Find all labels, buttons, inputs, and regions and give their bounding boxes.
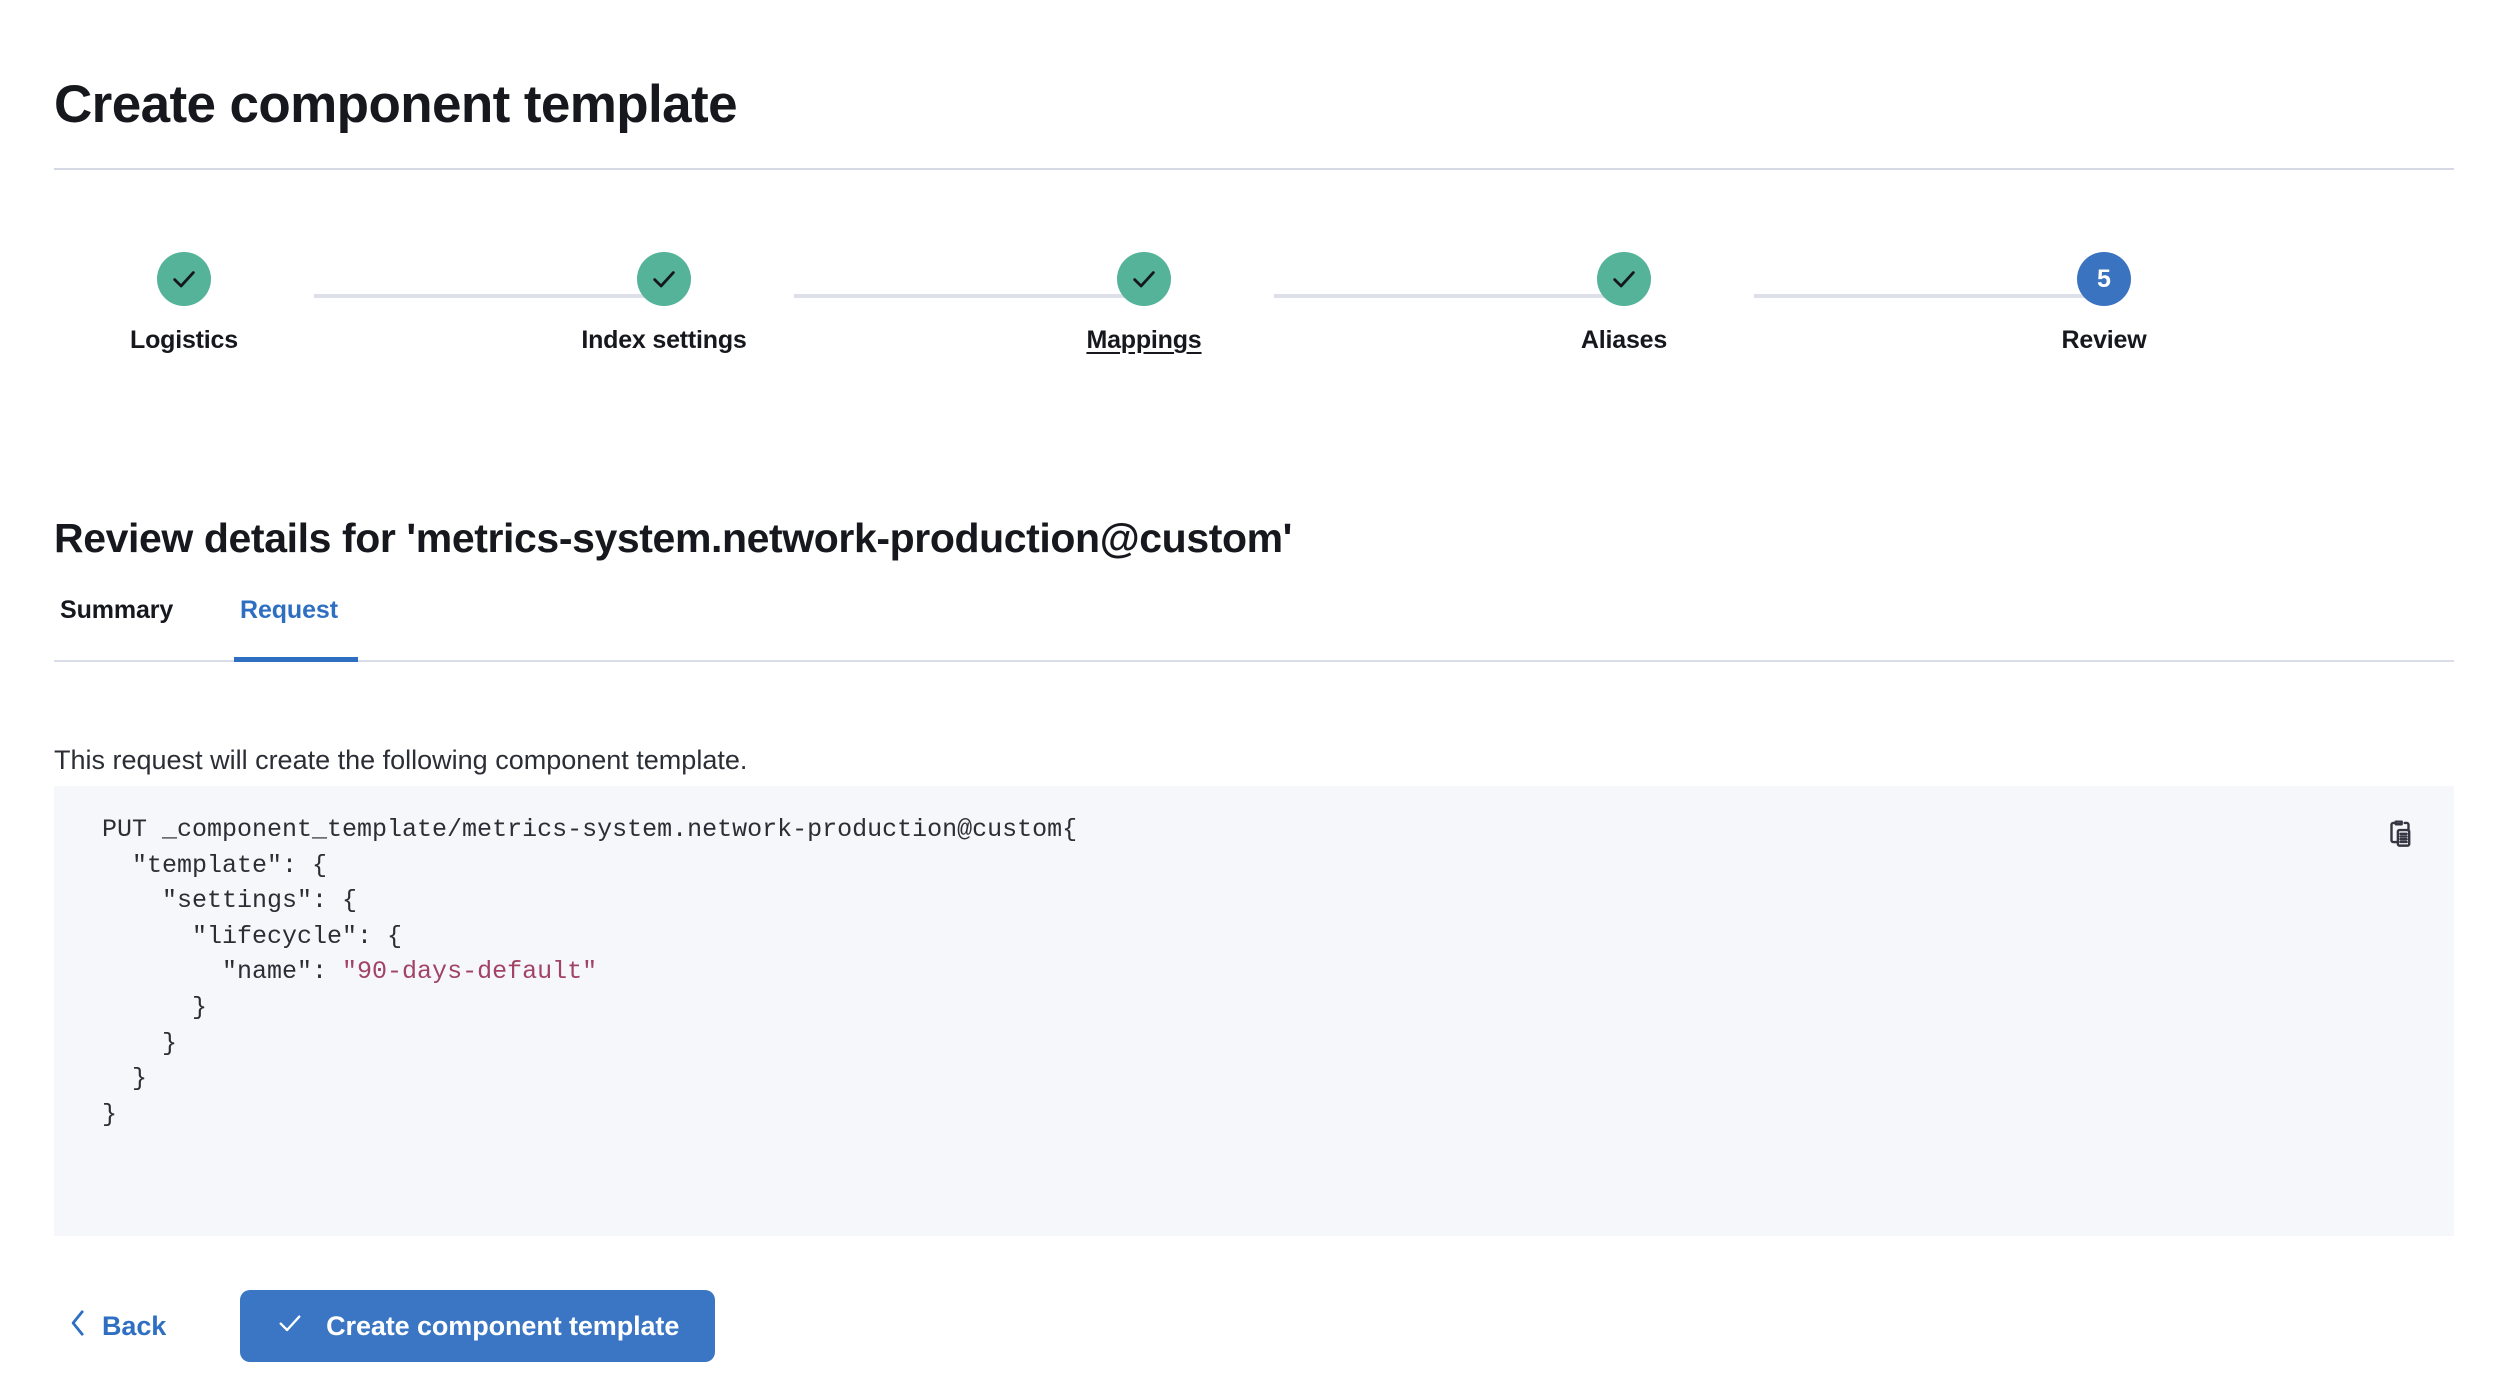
step-circle-review[interactable]: 5 xyxy=(2077,252,2131,306)
code-body-before: { "template": { "settings": { "lifecycle… xyxy=(132,815,1078,987)
check-icon xyxy=(1610,265,1638,293)
code-body-after: } } } } xyxy=(102,992,208,1129)
check-icon xyxy=(1130,265,1158,293)
tabs-divider xyxy=(54,660,2454,662)
tab-active-indicator xyxy=(234,657,358,662)
step-label-review[interactable]: Review xyxy=(2061,326,2147,354)
sidebar-item-mappings[interactable]: Mappings xyxy=(1044,252,1244,355)
stepper-connector-3 xyxy=(1274,294,1614,298)
step-label-logistics[interactable]: Logistics xyxy=(130,326,238,354)
chevron-left-icon xyxy=(68,1309,88,1344)
page-title: Create component template xyxy=(54,74,738,134)
sidebar-item-logistics[interactable]: Logistics xyxy=(84,252,284,355)
stepper-connector-2 xyxy=(794,294,1134,298)
stepper-connector-1 xyxy=(314,294,654,298)
sidebar-item-aliases[interactable]: Aliases xyxy=(1524,252,1724,355)
title-divider xyxy=(54,168,2454,170)
step-circle-aliases[interactable] xyxy=(1597,252,1651,306)
wizard-stepper: Logistics Index settings Mappings xyxy=(54,252,2454,382)
check-icon xyxy=(650,265,678,293)
code-method-line: PUT _component_template/metrics-system.n… xyxy=(102,815,1063,844)
request-code-text: PUT _component_template/metrics-system.n… xyxy=(102,812,1077,1132)
tab-request[interactable]: Request xyxy=(234,590,344,662)
review-heading: Review details for 'metrics-system.netwo… xyxy=(54,515,1293,562)
request-description: This request will create the following c… xyxy=(54,745,748,775)
check-icon xyxy=(170,265,198,293)
tab-summary[interactable]: Summary xyxy=(54,590,179,662)
step-circle-index-settings[interactable] xyxy=(637,252,691,306)
back-button[interactable]: Back xyxy=(54,1309,176,1344)
copy-to-clipboard-button[interactable] xyxy=(2374,810,2426,862)
sidebar-item-index-settings[interactable]: Index settings xyxy=(564,252,764,355)
step-number-review: 5 xyxy=(2097,264,2111,293)
step-label-index-settings[interactable]: Index settings xyxy=(581,326,747,354)
step-label-aliases[interactable]: Aliases xyxy=(1580,326,1668,354)
stepper-connector-4 xyxy=(1754,294,2094,298)
code-string-value: "90-days-default" xyxy=(342,957,598,987)
create-component-template-button[interactable]: Create component template xyxy=(240,1290,716,1362)
back-button-label: Back xyxy=(102,1310,167,1341)
check-icon xyxy=(276,1309,304,1344)
request-code-block: PUT _component_template/metrics-system.n… xyxy=(54,786,2454,1236)
copy-clipboard-icon xyxy=(2383,818,2417,855)
step-circle-mappings[interactable] xyxy=(1117,252,1171,306)
wizard-footer: Back Create component template xyxy=(54,1290,716,1362)
step-label-mappings[interactable]: Mappings xyxy=(1086,326,1202,354)
step-circle-logistics[interactable] xyxy=(157,252,211,306)
create-button-label: Create component template xyxy=(326,1310,680,1341)
stepper-track xyxy=(54,294,2454,298)
sidebar-item-review[interactable]: 5 Review xyxy=(2004,252,2204,355)
details-tabs: Summary Request xyxy=(54,590,2454,662)
